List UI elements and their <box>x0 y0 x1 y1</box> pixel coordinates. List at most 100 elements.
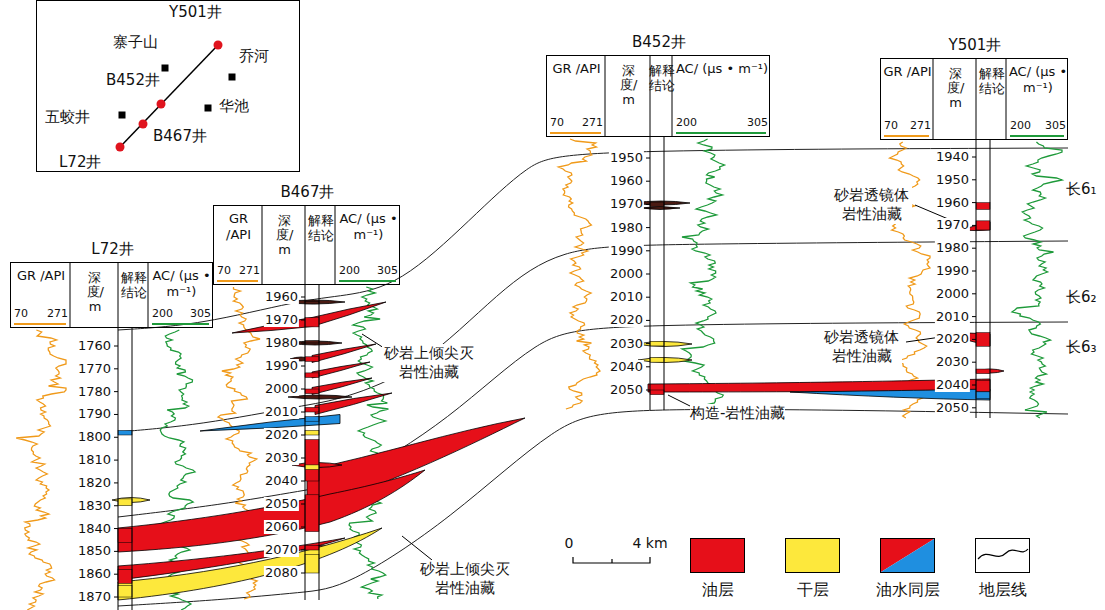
interpretation-bar <box>305 373 319 378</box>
drawing-part <box>972 339 976 340</box>
track-title: 解释结论 <box>978 67 1005 97</box>
drawing-part <box>972 157 976 158</box>
drawing-part <box>884 135 929 137</box>
drawing-part <box>646 227 650 228</box>
drawing-part <box>118 328 119 610</box>
drawing-part <box>114 505 118 506</box>
scale-value: 305 <box>747 116 768 129</box>
depth-value: 1870 <box>77 590 112 604</box>
scale-value: 0 <box>565 535 574 553</box>
interpretation-bar <box>305 389 319 394</box>
drawing-part <box>114 528 118 529</box>
stratum-name: 长6₁ <box>1066 180 1097 199</box>
depth-value: 2010 <box>264 405 299 419</box>
drawing-part <box>301 550 305 551</box>
drawing-part <box>114 368 118 369</box>
legend-label: 干层 <box>797 580 829 599</box>
drawing-part <box>972 293 976 294</box>
depth-value: 2040 <box>935 378 970 392</box>
scale-value: 271 <box>47 307 68 320</box>
track-title: GR /API <box>883 64 932 80</box>
reservoir-body <box>312 378 372 395</box>
depth-value: 2050 <box>935 401 970 415</box>
drawing-part <box>976 140 977 418</box>
drawing-part <box>972 271 976 272</box>
legend-swatch <box>975 538 1030 573</box>
drawing-part <box>114 574 118 575</box>
drawing-part <box>676 132 766 134</box>
drawing-part <box>972 316 976 317</box>
well-dot <box>116 143 125 152</box>
ac-curve <box>1012 142 1062 418</box>
drawing-part <box>301 297 305 298</box>
depth-value: 1960 <box>264 290 299 304</box>
drawing-part <box>976 58 977 140</box>
map-label: 华池 <box>219 97 249 115</box>
drawing-part <box>301 435 305 436</box>
drawing-part <box>972 202 976 203</box>
drawing-part <box>972 179 976 180</box>
track-title: 解释结论 <box>120 271 147 301</box>
track-title: AC/ (μs • m⁻¹) <box>674 61 770 77</box>
scale-value: 200 <box>676 116 697 129</box>
legend-sample <box>881 539 934 572</box>
depth-value: 2000 <box>609 267 644 281</box>
scale-value: 70 <box>217 264 231 277</box>
scale-value: 305 <box>1045 119 1066 132</box>
depth-value: 1960 <box>935 196 970 210</box>
depth-value: 1860 <box>77 567 112 581</box>
legend-entry: 油层 <box>690 538 745 600</box>
drawing-part <box>262 205 263 285</box>
scale-value: 271 <box>582 116 603 129</box>
scale-value: 70 <box>14 307 28 320</box>
scale-value: 200 <box>1010 119 1031 132</box>
reservoir-body <box>118 538 345 580</box>
depth-value: 1800 <box>77 430 112 444</box>
reservoir-body <box>648 379 990 392</box>
map-label: B467井 <box>153 127 207 145</box>
depth-value: 2020 <box>264 428 299 442</box>
legend-entry: 油水同层 <box>880 538 935 600</box>
drawing-part <box>118 202 990 597</box>
drawing-part <box>112 201 1004 600</box>
depth-value: 1980 <box>935 241 970 255</box>
legend-label: 地层线 <box>979 580 1027 599</box>
drawing-part <box>120 45 218 147</box>
reservoir-annotation: 砂岩上倾尖灭 岩性油藏 <box>418 560 513 598</box>
legend-label: 油层 <box>702 580 734 599</box>
drawing-part <box>114 437 118 438</box>
depth-value: 2040 <box>264 474 299 488</box>
drawing-part <box>646 343 650 344</box>
depth-value: 1780 <box>77 385 112 399</box>
legend-entry: 地层线 <box>975 538 1030 600</box>
well-dot <box>157 100 166 109</box>
depth-value: 1820 <box>77 476 112 490</box>
depth-value: 1990 <box>264 359 299 373</box>
track-title: 解释结论 <box>307 214 334 244</box>
reservoir-annotation: 砂岩上倾尖灭 岩性油藏 <box>382 344 477 382</box>
drawing-part <box>646 250 650 251</box>
well-header: B452井GR /API70271深度/m解释结论AC/ (μs • m⁻¹)2… <box>546 55 770 137</box>
inset-map: Y501井寨子山乔河B452井五蛟井华池B467井L72井 <box>36 0 300 172</box>
drawing-part <box>217 280 258 282</box>
reservoir-body <box>312 344 376 363</box>
town-marker <box>229 74 236 81</box>
drawing-part <box>301 458 305 459</box>
well-columns <box>884 58 1064 418</box>
drawing-part <box>646 320 650 321</box>
track-title: 深度/m <box>276 214 293 257</box>
depth-value: 2080 <box>264 566 299 580</box>
leader-line <box>402 536 432 560</box>
interpretation-bar <box>305 302 319 304</box>
track-title: GR /API <box>216 211 261 242</box>
interpretation-bar <box>650 358 664 363</box>
drawing-part <box>14 323 66 325</box>
legend-swatch <box>880 538 935 573</box>
depth-value: 1970 <box>609 197 644 211</box>
interpretation-bar <box>305 555 319 573</box>
map-label: L72井 <box>59 153 101 171</box>
depth-value: 1940 <box>935 150 970 164</box>
depth-value: 1760 <box>77 339 112 353</box>
track-title: AC/ (μs • m⁻¹) <box>1008 64 1068 95</box>
